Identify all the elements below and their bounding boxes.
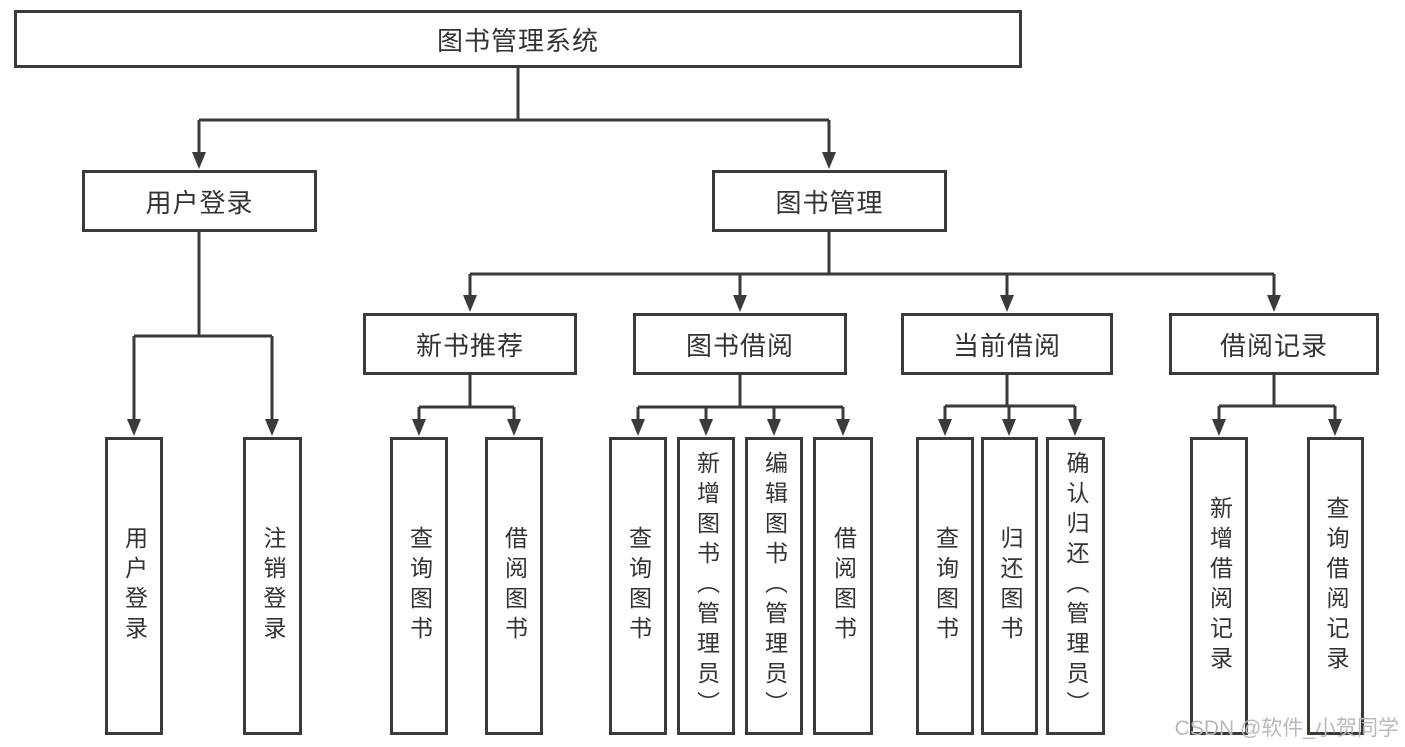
leaf-current-return-books: 归还图书 [981, 437, 1038, 735]
node-book-management-branch: 图书管理 [712, 170, 947, 232]
node-new-book-recommend-label: 新书推荐 [415, 330, 524, 361]
leaf-current-confirm-return: 确认归还（管理员） [1046, 437, 1105, 735]
node-root: 图书管理系统 [14, 10, 1022, 68]
leaf-borrow-query-books: 查询图书 [609, 437, 667, 735]
csdn-watermark: CSDN @软件_小贺同学 [1174, 717, 1399, 740]
leaf-borrow-borrow-books: 借阅图书 [813, 437, 873, 735]
leaf-newbook-query-books-label: 查询图书 [406, 526, 433, 646]
leaf-current-confirm-return-label: 确认归还（管理员） [1063, 451, 1089, 721]
leaf-logout-label: 注销登录 [260, 526, 286, 646]
node-user-login-branch-label: 用户登录 [145, 187, 254, 218]
leaf-current-return-books-label: 归还图书 [997, 526, 1023, 646]
leaf-borrow-edit-books-label: 编辑图书（管理员） [761, 451, 788, 721]
node-user-login-branch: 用户登录 [82, 170, 317, 232]
node-current-borrow: 当前借阅 [901, 313, 1113, 375]
leaf-newbook-borrow-books: 借阅图书 [485, 437, 543, 735]
node-new-book-recommend: 新书推荐 [363, 313, 577, 375]
leaf-user-login: 用户登录 [105, 437, 163, 735]
leaf-newbook-borrow-books-label: 借阅图书 [501, 526, 528, 646]
node-current-borrow-label: 当前借阅 [952, 330, 1061, 361]
node-root-label: 图书管理系统 [436, 25, 599, 56]
leaf-record-query: 查询借阅记录 [1307, 437, 1364, 735]
leaf-record-add-label: 新增借阅记录 [1206, 496, 1233, 676]
node-book-borrow: 图书借阅 [633, 313, 847, 375]
leaf-logout: 注销登录 [243, 437, 302, 735]
leaf-borrow-borrow-books-label: 借阅图书 [830, 526, 857, 646]
node-book-management-branch-label: 图书管理 [775, 187, 884, 218]
arrowheads [127, 152, 1342, 436]
leaf-borrow-add-books-label: 新增图书（管理员） [693, 451, 720, 721]
leaf-current-query-books: 查询图书 [916, 437, 974, 735]
leaf-record-add: 新增借阅记录 [1190, 437, 1248, 735]
leaf-newbook-query-books: 查询图书 [390, 437, 448, 735]
leaf-record-query-label: 查询借阅记录 [1323, 496, 1349, 676]
leaf-borrow-edit-books: 编辑图书（管理员） [745, 437, 803, 735]
node-book-borrow-label: 图书借阅 [685, 330, 794, 361]
leaf-borrow-query-books-label: 查询图书 [625, 526, 652, 646]
node-borrow-record-label: 借阅记录 [1219, 330, 1328, 361]
leaf-borrow-add-books: 新增图书（管理员） [677, 437, 735, 735]
leaf-user-login-label: 用户登录 [121, 526, 148, 646]
leaf-current-query-books-label: 查询图书 [932, 526, 959, 646]
node-borrow-record: 借阅记录 [1169, 313, 1379, 375]
